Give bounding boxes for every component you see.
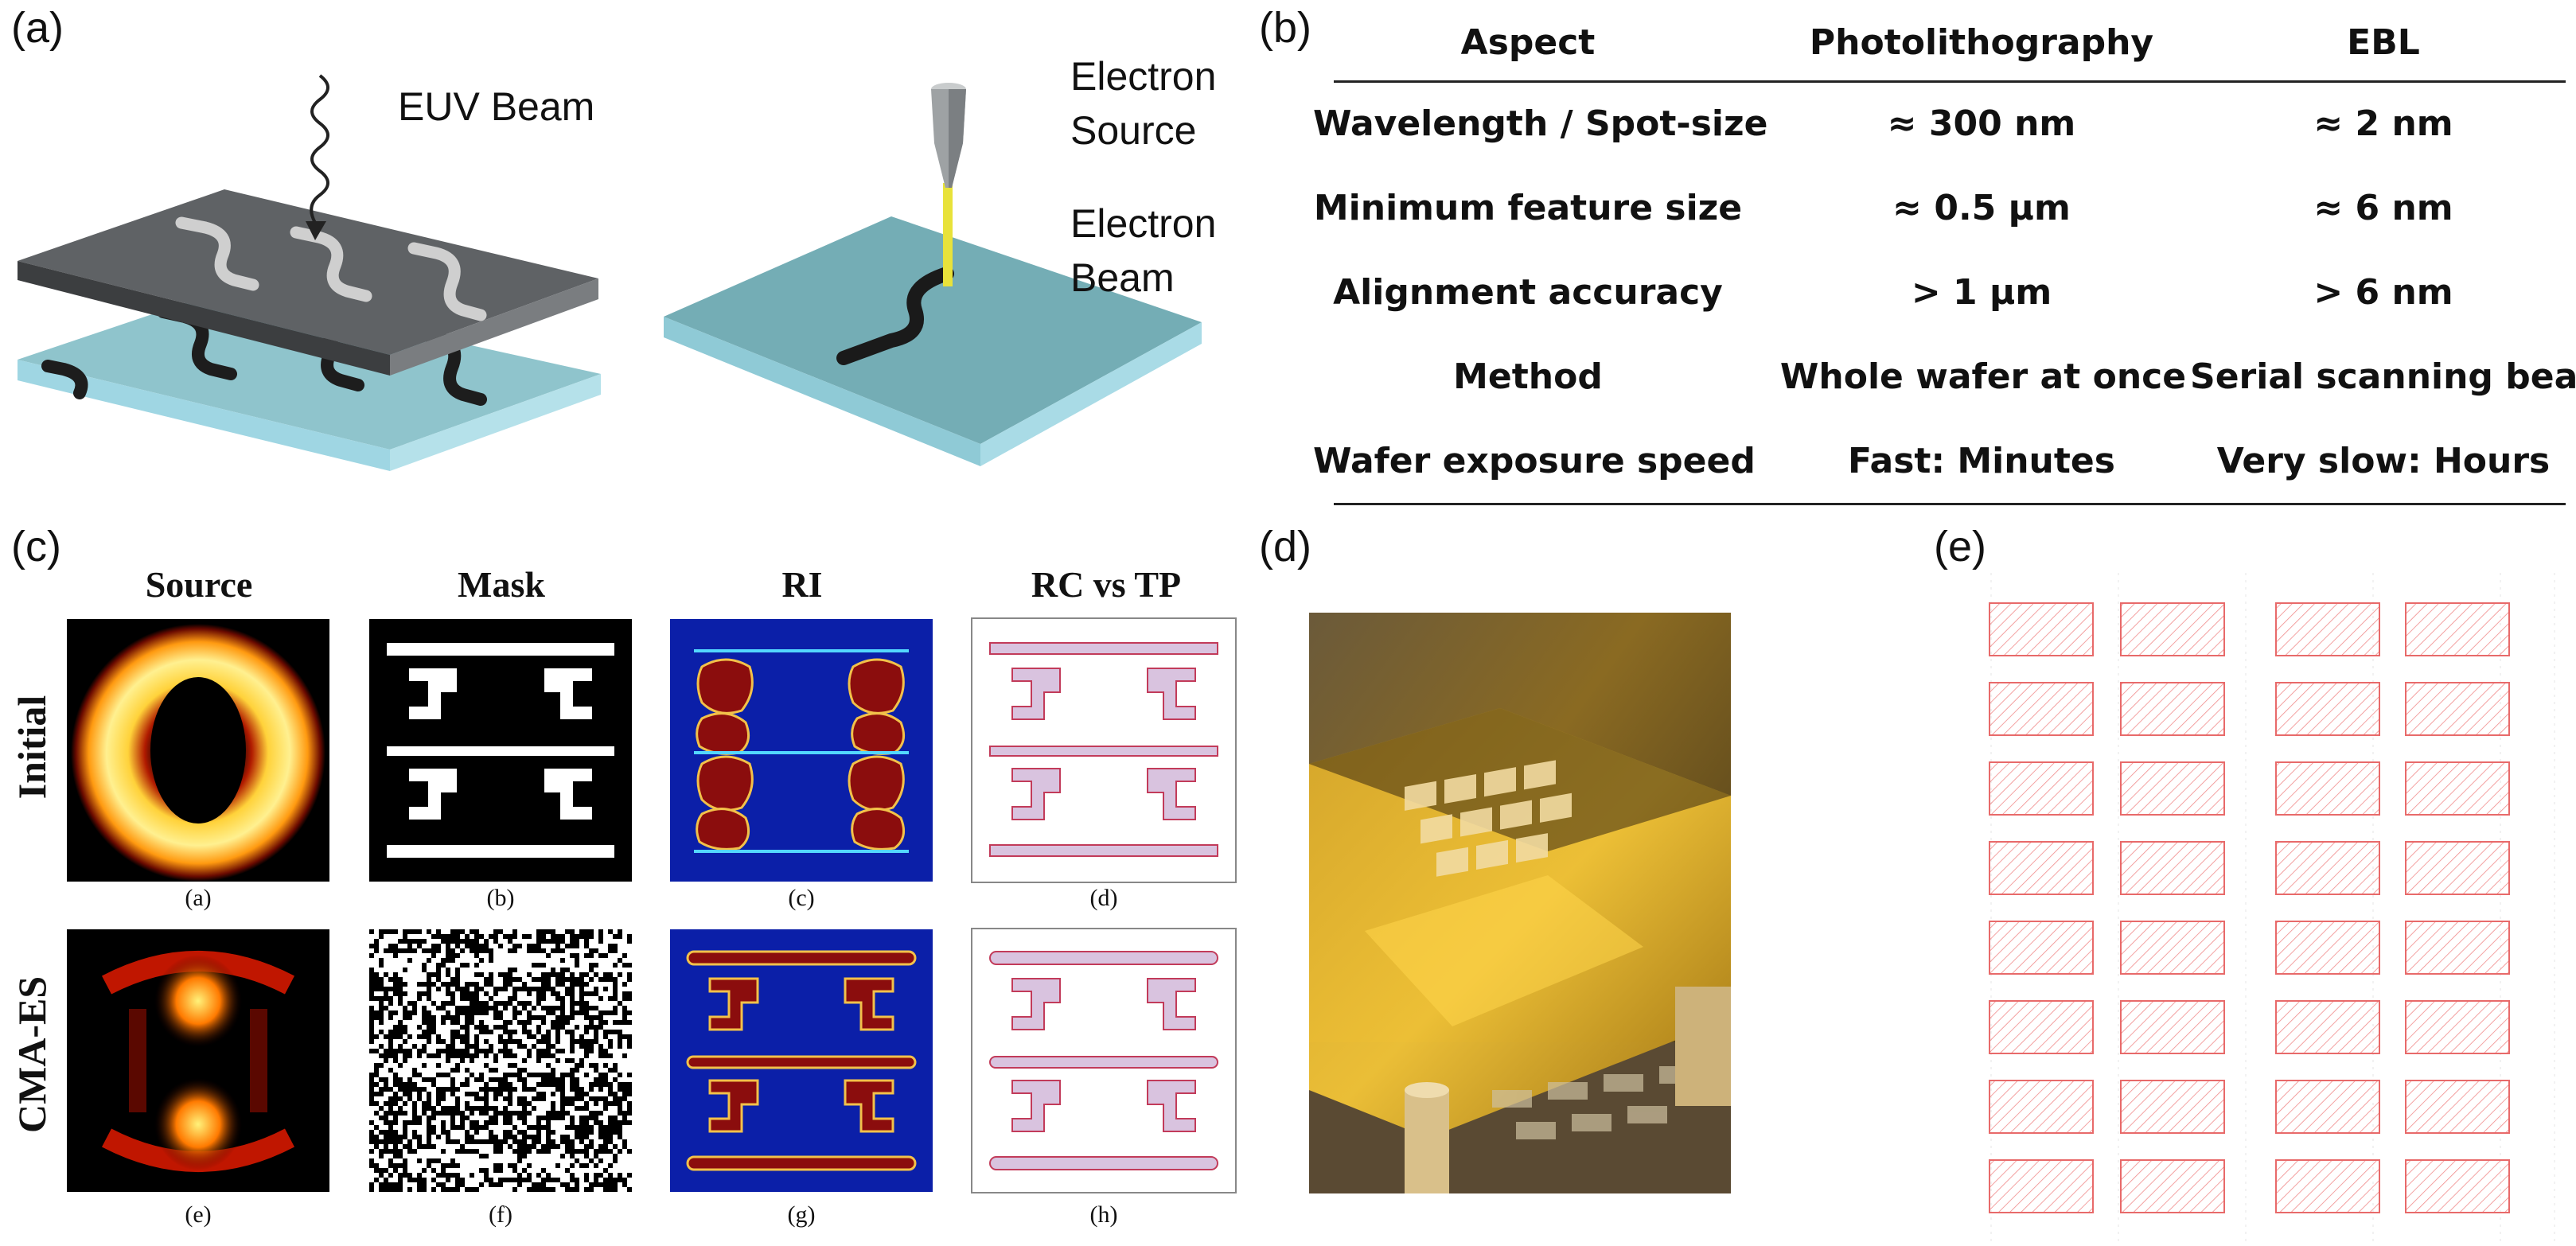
column-title-mask: Mask	[458, 564, 545, 605]
tile-mask-initial	[369, 619, 632, 882]
panel-c-label: (c)	[11, 523, 61, 570]
row-title-initial: Initial	[10, 695, 54, 800]
hatched-rect	[2275, 602, 2380, 656]
hatched-rect	[2405, 1159, 2510, 1213]
sublabel-c: (c)	[788, 885, 815, 911]
hatched-pattern-grid	[1974, 573, 2562, 1242]
sublabel-d: (d)	[1089, 885, 1118, 911]
electron-source-line1: Electron	[1070, 54, 1217, 99]
table-row-5-ebl: Very slow: Hours	[2216, 441, 2551, 481]
tile-ri-initial	[670, 619, 933, 882]
hatched-rect	[2405, 841, 2510, 895]
comparison-table: Aspect Photolithography EBL Wavelength /…	[0, 0, 2576, 525]
table-row-2-photo: ≈ 0.5 µm	[1892, 188, 2071, 228]
table-header-aspect: Aspect	[1460, 22, 1596, 63]
hatched-rect	[2405, 682, 2510, 736]
hatched-rect	[2275, 1159, 2380, 1213]
tile-rc-tp-cma-es	[971, 928, 1237, 1193]
hatched-rect	[2405, 602, 2510, 656]
ebl-illustration	[664, 83, 1202, 466]
hatched-rect	[2405, 1000, 2510, 1054]
photomask-photo	[1309, 613, 1731, 1193]
table-row-4-ebl: Serial scanning beam	[2190, 356, 2576, 397]
hatched-rect	[2275, 1080, 2380, 1134]
table-row-1-aspect: Wavelength / Spot-size	[1313, 103, 1768, 144]
hatched-rect	[2275, 761, 2380, 816]
hatched-rect	[2405, 761, 2510, 816]
hatched-rect	[1989, 761, 2094, 816]
hatched-rect	[1989, 841, 2094, 895]
hatched-rect	[1989, 921, 2094, 975]
hatched-rect	[2275, 682, 2380, 736]
table-row-5-aspect: Wafer exposure speed	[1313, 441, 1756, 481]
hatched-rect	[2275, 841, 2380, 895]
photolithography-illustration	[18, 74, 601, 471]
hatched-rect	[1989, 682, 2094, 736]
hatched-rect	[2120, 761, 2225, 816]
sublabel-b: (b)	[486, 885, 515, 911]
hatched-rect	[2120, 1159, 2225, 1213]
tile-rc-tp-initial	[971, 617, 1237, 883]
hatched-rect	[2120, 602, 2225, 656]
panel-a-label: (a)	[11, 4, 64, 52]
hatched-rect	[2120, 1000, 2225, 1054]
sublabel-g: (g)	[787, 1201, 816, 1228]
table-top-rule	[1334, 80, 2566, 83]
tile-source-cma-es	[67, 929, 329, 1192]
hatched-rect	[2120, 921, 2225, 975]
electron-source-line2: Source	[1070, 108, 1197, 153]
row-title-cma-es: CMA-ES	[10, 975, 54, 1133]
euv-beam-label: EUV Beam	[398, 84, 595, 129]
hatched-rect	[1989, 1080, 2094, 1134]
table-row-2-ebl: ≈ 6 nm	[2313, 188, 2453, 228]
panel-d-label: (d)	[1259, 523, 1311, 570]
table-row-1-photo: ≈ 300 nm	[1887, 103, 2076, 144]
panel-e-label: (e)	[1934, 523, 1986, 570]
tile-ri-cma-es	[670, 929, 933, 1192]
hatched-rect	[2120, 1080, 2225, 1134]
electron-beam-line2: Beam	[1070, 255, 1175, 300]
table-row-3-ebl: > 6 nm	[2313, 272, 2453, 313]
table-row-4-aspect: Method	[1453, 356, 1603, 397]
tile-source-initial	[67, 619, 329, 882]
hatched-rect	[2405, 1080, 2510, 1134]
panel-b-label: (b)	[1259, 4, 1311, 52]
hatched-rect	[1989, 602, 2094, 656]
hatched-rect	[1989, 1000, 2094, 1054]
sublabel-a: (a)	[185, 885, 212, 911]
table-bottom-rule	[1334, 503, 2566, 505]
electron-source-label: Electron Source	[1070, 49, 1216, 158]
column-title-rc-vs-tp: RC vs TP	[1031, 564, 1182, 605]
table-header-photolithography: Photolithography	[1809, 22, 2154, 63]
table-header-ebl: EBL	[2347, 22, 2420, 63]
hatched-rect	[2120, 682, 2225, 736]
sublabel-e: (e)	[185, 1201, 212, 1228]
hatched-rect	[1989, 1159, 2094, 1213]
table-row-2-aspect: Minimum feature size	[1313, 188, 1743, 228]
table-row-3-aspect: Alignment accuracy	[1333, 272, 1723, 313]
table-row-3-photo: > 1 µm	[1911, 272, 2052, 313]
hatched-rect	[2275, 921, 2380, 975]
sublabel-h: (h)	[1089, 1201, 1118, 1228]
tile-mask-cma-es	[369, 929, 632, 1192]
hatched-rect	[2120, 841, 2225, 895]
table-row-4-photo: Whole wafer at once	[1779, 356, 2187, 397]
column-title-source: Source	[145, 564, 253, 605]
table-row-5-photo: Fast: Minutes	[1848, 441, 2115, 481]
sublabel-f: (f)	[489, 1201, 512, 1228]
column-title-ri: RI	[781, 564, 823, 605]
table-row-1-ebl: ≈ 2 nm	[2313, 103, 2453, 144]
electron-beam-line1: Electron	[1070, 201, 1217, 246]
hatched-rect	[2405, 921, 2510, 975]
electron-beam-label: Electron Beam	[1070, 197, 1216, 305]
hatched-rect	[2275, 1000, 2380, 1054]
